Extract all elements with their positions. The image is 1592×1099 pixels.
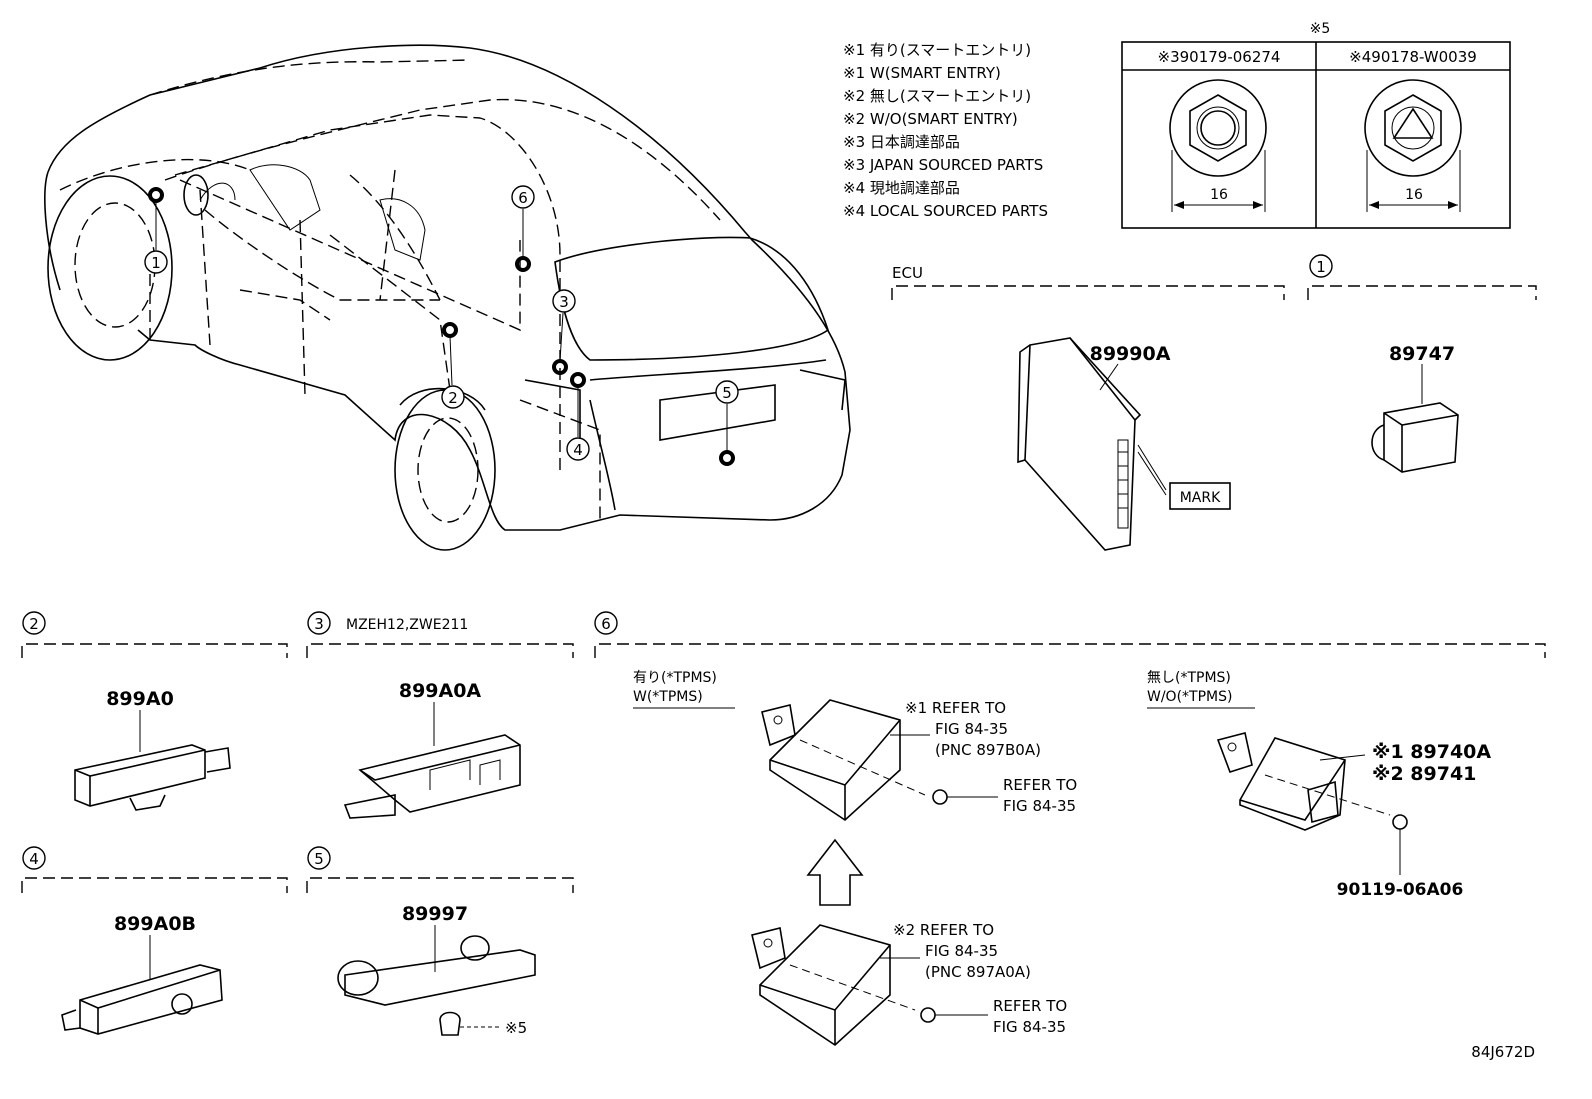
ref-bolt2-line2: FIG 84-35: [993, 1018, 1066, 1036]
callout-6: 6: [518, 189, 528, 207]
section-3-number: 3: [314, 615, 324, 633]
section-1: 1 89747: [1307, 254, 1537, 473]
note-line: ※2 無し(スマートエントリ): [843, 87, 1031, 105]
section-5-number: 5: [314, 850, 324, 868]
bolt-part-number: 90119-06A06: [1337, 880, 1464, 900]
ecu-part-number: 89990A: [1090, 343, 1171, 365]
section-5-part: 89997: [402, 903, 468, 925]
note-line: ※3 日本調達部品: [843, 133, 960, 151]
arrow-up-icon: [806, 838, 864, 906]
note-line: ※2 W/O(SMART ENTRY): [843, 110, 1018, 128]
section-1-part: 89747: [1389, 343, 1455, 365]
with-tpms-jp: 有り(*TPMS): [633, 670, 717, 686]
ref2-line3: (PNC 897A0A): [925, 963, 1031, 981]
section-4-part: 899A0B: [114, 913, 196, 935]
section-2-part: 899A0: [106, 688, 174, 710]
marker-2: [442, 322, 458, 338]
ref1-line3: (PNC 897B0A): [935, 741, 1041, 759]
callout-1: 1: [151, 254, 161, 272]
ref1-line1: ※1 REFER TO: [905, 699, 1006, 717]
part-89741: ※2 89741: [1372, 763, 1476, 785]
ecu-label: ECU: [892, 264, 923, 282]
notes-legend: ※1 有り(スマートエントリ) ※1 W(SMART ENTRY) ※2 無し(…: [843, 41, 1048, 220]
marker-4: [570, 372, 586, 388]
marker-1: [148, 187, 164, 203]
section-2-number: 2: [29, 615, 39, 633]
callout-markers: 1 2 3 4 5 6: [144, 185, 739, 466]
section-6-number: 6: [601, 615, 611, 633]
without-tpms-jp: 無し(*TPMS): [1147, 670, 1231, 686]
section-6: 6 有り(*TPMS) W(*TPMS) ※1 REFER TO FIG 84-…: [594, 611, 1546, 1047]
marker-3: [552, 359, 568, 375]
callout-2: 2: [448, 389, 458, 407]
section-2: 2 899A0: [21, 611, 288, 811]
section-4: 4 899A0B: [21, 846, 288, 1035]
ref-bolt2-line1: REFER TO: [993, 997, 1067, 1015]
ecu-section: ECU 89990A MARK: [891, 264, 1285, 551]
marker-6: [515, 256, 531, 272]
section-5-nut-ref: ※5: [505, 1019, 527, 1037]
nut-table: ※5 ※390179-06274 ※490178-W0039 16 16: [1121, 21, 1511, 229]
nut-col2-header: ※490178-W0039: [1349, 48, 1477, 66]
callout-5: 5: [722, 384, 732, 402]
section-4-number: 4: [29, 850, 39, 868]
section-3: 3 MZEH12,ZWE211 899A0A: [306, 611, 574, 819]
callout-3: 3: [559, 293, 569, 311]
nut1-dimension: 16: [1210, 187, 1228, 203]
note-line: ※3 JAPAN SOURCED PARTS: [843, 156, 1043, 174]
ecu-mark-label: MARK: [1180, 490, 1221, 506]
ref-bolt1-line2: FIG 84-35: [1003, 797, 1076, 815]
ref2-line1: ※2 REFER TO: [893, 921, 994, 939]
nut-table-title: ※5: [1310, 21, 1331, 37]
without-tpms-en: W/O(*TPMS): [1147, 689, 1232, 705]
vehicle-illustration: [44, 44, 851, 551]
nut-col1-header: ※390179-06274: [1158, 48, 1281, 66]
nut2-dimension: 16: [1405, 187, 1423, 203]
ref-bolt1-line1: REFER TO: [1003, 776, 1077, 794]
note-line: ※4 LOCAL SOURCED PARTS: [843, 202, 1048, 220]
section-1-number: 1: [1316, 258, 1326, 276]
note-line: ※1 W(SMART ENTRY): [843, 64, 1001, 82]
ref1-line2: FIG 84-35: [935, 720, 1008, 738]
section-3-part: 899A0A: [399, 680, 482, 702]
note-line: ※1 有り(スマートエントリ): [843, 41, 1031, 59]
diagram-id: 84J672D: [1471, 1043, 1535, 1061]
part-89740A: ※1 89740A: [1372, 741, 1491, 763]
callout-1-circle: [144, 250, 168, 274]
callout-4: 4: [573, 441, 583, 459]
section-3-models: MZEH12,ZWE211: [346, 617, 468, 633]
note-line: ※4 現地調達部品: [843, 179, 960, 197]
ref2-line2: FIG 84-35: [925, 942, 998, 960]
with-tpms-en: W(*TPMS): [633, 689, 703, 705]
section-5: 5 89997 ※5: [306, 846, 574, 1037]
marker-5: [719, 450, 735, 466]
